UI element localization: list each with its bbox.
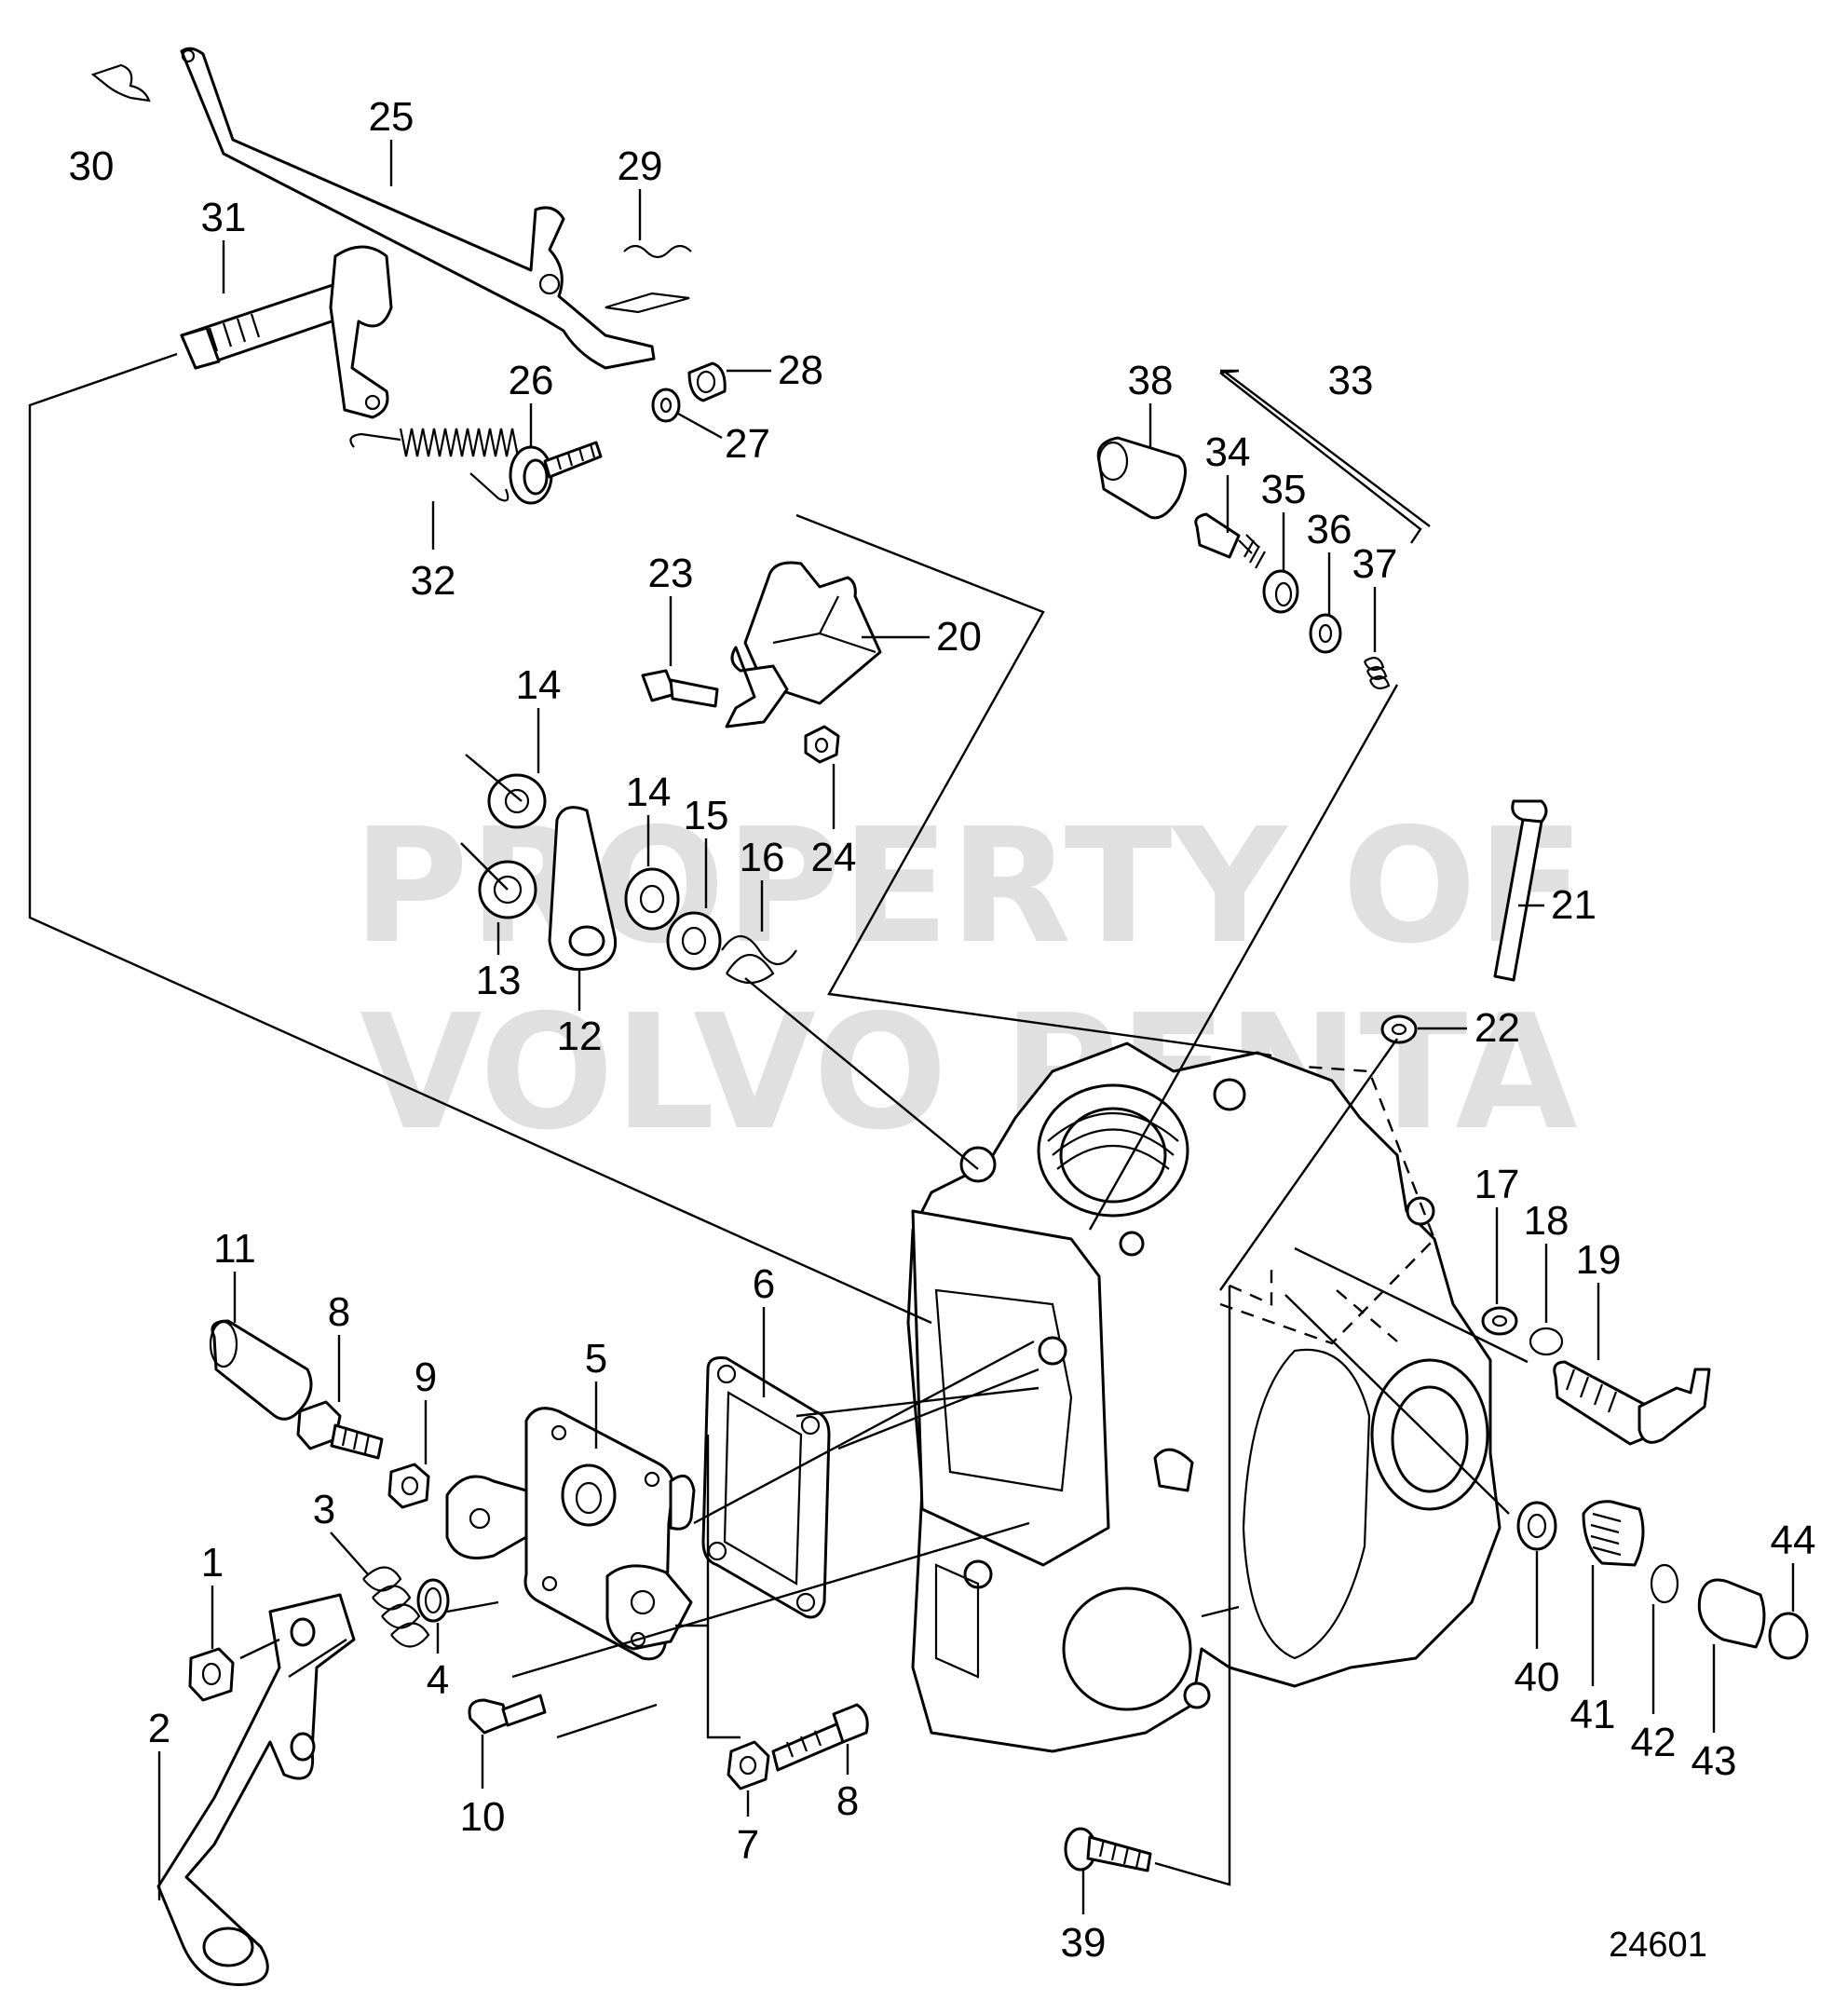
watermark-line-1: PROPERTY OF: [353, 795, 1585, 979]
callout-33: 33: [1328, 358, 1374, 403]
part-30-clip: [90, 63, 151, 102]
callouts: 30 25 29 31 26 28 27 32 38 33 34 35 36 3…: [69, 94, 1816, 1966]
part-39-flange-screw: [1064, 1827, 1152, 1872]
callout-26: 26: [509, 358, 554, 403]
callout-34: 34: [1205, 429, 1251, 475]
callout-15: 15: [684, 793, 729, 838]
callout-29: 29: [618, 143, 663, 189]
callout-18: 18: [1524, 1198, 1569, 1244]
callout-27: 27: [725, 421, 770, 467]
part-10-7-8-fasteners: [468, 1694, 869, 1790]
callout-43: 43: [1692, 1738, 1737, 1784]
callout-42: 42: [1631, 1720, 1677, 1765]
callout-24: 24: [811, 835, 857, 880]
part-12-16-lever-group: [478, 773, 797, 985]
part-5-cover: [445, 1407, 696, 1661]
callout-21: 21: [1551, 882, 1597, 928]
part-32-return-spring: [349, 428, 520, 502]
callout-2: 2: [148, 1706, 170, 1751]
callout-17: 17: [1474, 1162, 1520, 1207]
callout-31: 31: [201, 195, 247, 240]
part-11-8-9-cap-bolt-nut: [209, 1319, 430, 1509]
callout-37: 37: [1352, 541, 1398, 587]
callout-9: 9: [414, 1354, 437, 1400]
callout-8a: 8: [328, 1289, 350, 1335]
part-20-bracket: [725, 561, 882, 728]
part-25-control-rod: [180, 47, 656, 370]
callout-23: 23: [648, 551, 694, 596]
callout-36: 36: [1307, 507, 1352, 552]
watermark: PROPERTY OF VOLVO PENTA: [353, 795, 1585, 1165]
callout-41: 41: [1570, 1692, 1616, 1737]
part-17-19-plug-and-pin: [1481, 1306, 1711, 1446]
callout-6: 6: [753, 1261, 775, 1307]
callout-25: 25: [369, 94, 414, 140]
watermark-line-2: VOLVO PENTA: [360, 981, 1578, 1165]
part-29-spring-clip: [605, 244, 692, 314]
callout-16: 16: [740, 835, 785, 880]
callout-39: 39: [1061, 1920, 1107, 1966]
callout-13: 13: [476, 958, 522, 1003]
callout-44: 44: [1771, 1518, 1816, 1563]
callout-5: 5: [585, 1336, 607, 1382]
part-3-4-spring-and-oring: [362, 1566, 450, 1648]
drawing-number: 24601: [1609, 1926, 1707, 1965]
callout-14a: 14: [516, 662, 562, 708]
part-38-33-valve-assembly: [1096, 436, 1391, 690]
part-23-24-screw-and-nut: [641, 669, 840, 764]
part-gearbox-housing: [906, 1041, 1502, 1753]
callout-4: 4: [427, 1657, 449, 1703]
callout-14b: 14: [626, 769, 672, 815]
callout-19: 19: [1576, 1237, 1622, 1283]
part-26-28-bolt-washer-nut: [509, 361, 727, 505]
part-6-gasket: [701, 1356, 831, 1619]
part-40-44-output-seals: [1516, 1500, 1809, 1660]
leader-lines: [28, 352, 1529, 1886]
part-31-shaft-with-lever: [180, 245, 393, 419]
callout-38: 38: [1128, 358, 1174, 403]
callout-32: 32: [411, 558, 456, 604]
callout-35: 35: [1261, 467, 1307, 512]
callout-20: 20: [936, 614, 982, 660]
part-1-2-nut-and-lever: [156, 1593, 356, 1986]
callout-7: 7: [737, 1822, 759, 1868]
callout-40: 40: [1515, 1654, 1560, 1700]
callout-8b: 8: [836, 1778, 859, 1824]
callout-28: 28: [778, 347, 823, 393]
callout-11: 11: [213, 1226, 256, 1272]
callout-12: 12: [557, 1014, 603, 1059]
callout-30: 30: [69, 143, 115, 189]
callout-10: 10: [460, 1794, 506, 1840]
callout-22: 22: [1474, 1005, 1520, 1051]
callout-1: 1: [201, 1540, 224, 1586]
callout-3: 3: [313, 1487, 335, 1532]
part-21-22-pin-and-washer: [1380, 799, 1548, 1044]
